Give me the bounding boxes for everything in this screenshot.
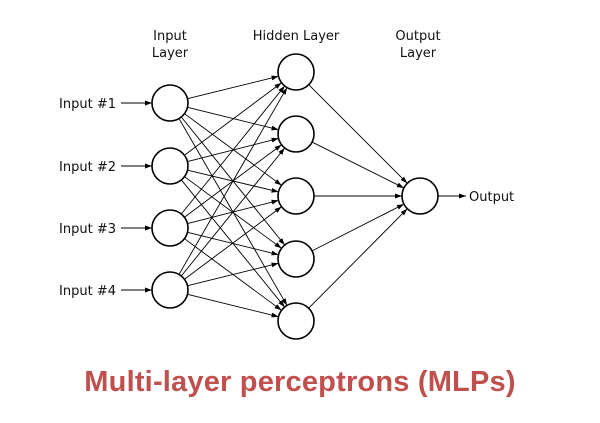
edge-input-2-hidden-1	[184, 82, 282, 156]
input-node-3	[151, 209, 189, 247]
edge-hidden-4-output	[311, 203, 405, 252]
input-layer-label-line1: Input	[153, 29, 187, 44]
edge-input-4-hidden-5	[187, 293, 279, 318]
hidden-node-5	[277, 302, 315, 340]
input-node-1	[151, 84, 189, 122]
io-labels: Input #1 Input #2 Input #3 Input #4 Output	[59, 97, 514, 299]
input-label-4: Input #4	[59, 284, 116, 299]
input-layer-label-line2: Layer	[152, 46, 189, 61]
output-layer-label-line2: Layer	[400, 46, 437, 61]
edge-input-4-hidden-2	[180, 147, 286, 277]
layer-labels: Input Layer Hidden Layer Output Layer	[152, 29, 441, 61]
input-label-1: Input #1	[59, 97, 116, 112]
input-node-2	[151, 147, 189, 185]
edge-input-4-hidden-4	[187, 262, 279, 287]
edge-input-4-hidden-3	[184, 206, 282, 280]
output-layer-label-line1: Output	[395, 29, 440, 44]
edge-hidden-2-output	[311, 141, 405, 189]
connections	[121, 75, 466, 318]
edge-hidden-5-output	[308, 208, 408, 309]
input-node-4	[151, 271, 189, 309]
neurons	[151, 53, 439, 340]
hidden-node-2	[277, 115, 315, 153]
input-label-3: Input #3	[59, 222, 116, 237]
edge-input-4-hidden-1	[178, 87, 288, 275]
edge-hidden-1-output	[308, 84, 408, 184]
hidden-node-1	[277, 53, 315, 91]
caption-title: Multi-layer perceptrons (MLPs)	[84, 366, 516, 398]
edge-input-3-hidden-1	[180, 85, 286, 215]
output-node	[401, 177, 439, 215]
hidden-node-4	[277, 240, 315, 278]
hidden-node-3	[277, 177, 315, 215]
edge-input-1-hidden-1	[187, 75, 279, 100]
output-label: Output	[469, 190, 514, 205]
input-label-2: Input #2	[59, 160, 116, 175]
hidden-layer-label: Hidden Layer	[253, 29, 340, 44]
